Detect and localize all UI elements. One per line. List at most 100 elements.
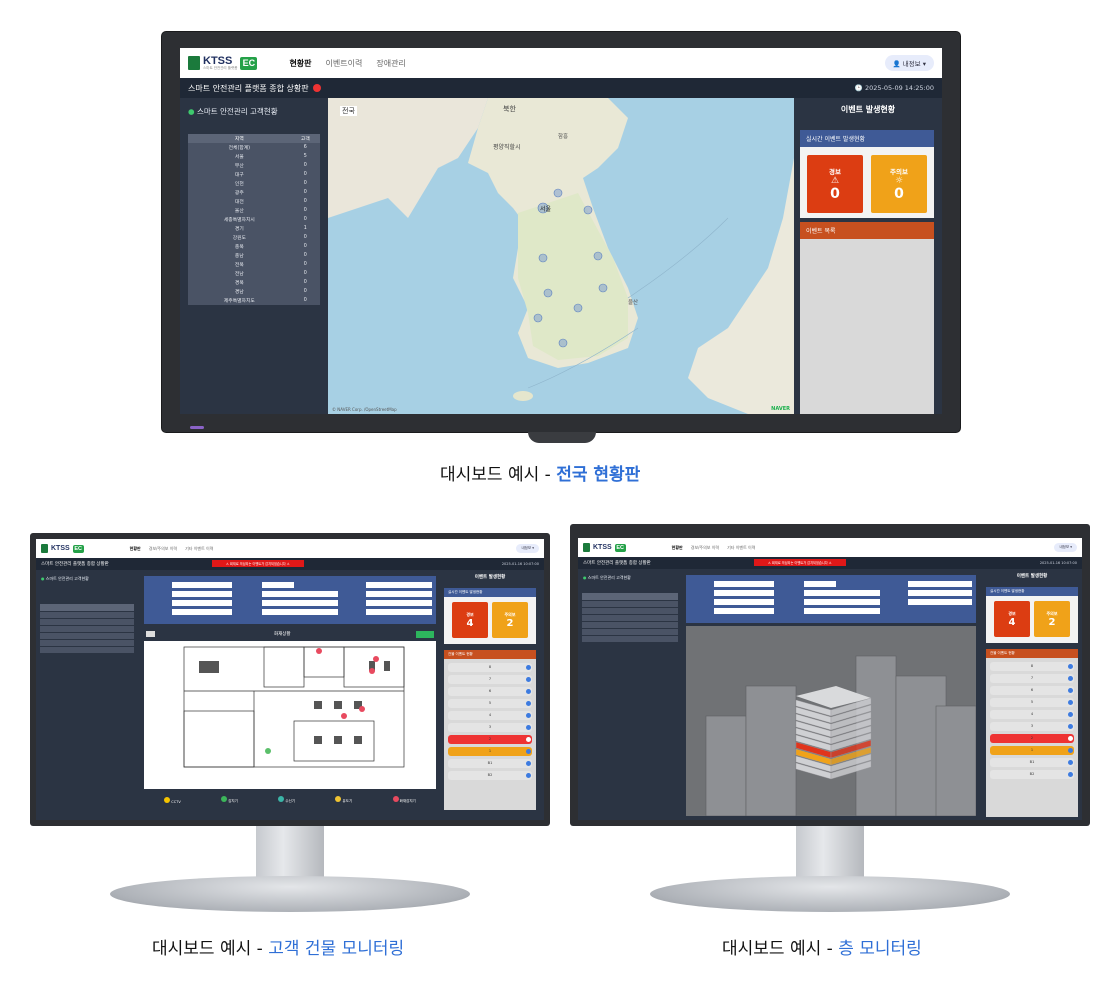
region-count: 5 [303,154,307,159]
floor-button[interactable]: 5 [990,698,1074,707]
floor-button[interactable]: 6 [990,686,1074,695]
floor-button[interactable]: 4 [990,710,1074,719]
floor-status-icon [1068,772,1073,777]
building-floor-side [830,711,872,731]
floor-button[interactable]: 5 [448,699,532,708]
floor-button[interactable]: B1 [990,758,1074,767]
floor-button[interactable]: 4 [448,711,532,720]
tab-alarm-history-a[interactable]: 경보/주의보 이력 [148,545,178,551]
caution-counter-b[interactable]: 주의보 2 [1034,601,1070,637]
floor-button[interactable]: 2 [448,735,532,744]
floor-button[interactable]: 7 [990,674,1074,683]
monitor-building: KTSS EC 현황판 경보/주의보 이력 기타 이벤트 이력 내정보 ▾ 스마… [30,533,550,826]
building-info-a [144,576,436,624]
region-row[interactable]: 전체(합계)6 [188,143,320,152]
floor-label: 4 [488,713,492,717]
floor-status-icon [1068,760,1073,765]
region-count: 0 [303,244,307,249]
korea-map[interactable]: 전국 북한 평양직할시 서울 함흥 울산 © NAVER Corp. /Open… [328,98,794,414]
region-count: 0 [303,208,307,213]
user-menu-button[interactable]: 👤 내정보 ▾ [884,55,934,71]
tab-event-history[interactable]: 이벤트이력 [325,58,363,68]
event-status-title: 이벤트 발생현황 [840,105,896,114]
floor-button[interactable]: 7 [448,675,532,684]
building-3d-view-b[interactable] [686,626,976,816]
monitor-base-floor [650,876,1010,912]
floor-button[interactable]: 2 [990,734,1074,743]
floor-button[interactable]: 3 [448,723,532,732]
tab-dashboard[interactable]: 현황판 [289,58,312,68]
region-count: 0 [303,298,307,303]
tab-alarm-history-b[interactable]: 경보/주의보 이력 [690,544,720,550]
region-name: 세종특별자치시 [223,218,255,223]
fire-alert-banner-b[interactable]: ⚠ 회재로 의심되는 이벤트가 감지되었습니다 ⚠ [754,559,846,566]
floor-button[interactable]: 8 [448,663,532,672]
region-count: 0 [303,163,307,168]
user-menu-button-a[interactable]: 내정보 ▾ [516,544,539,553]
legend-receiver-a: 수신기 [278,796,295,804]
plan-button-a[interactable] [146,631,156,637]
alarm-counter-b[interactable]: 경보 4 [994,601,1030,637]
region-name: 울산 [234,209,244,214]
floor-status-icon [1068,700,1073,705]
caution-counter-a[interactable]: 주의보 2 [492,602,528,638]
caption-floor: 대시보드 예시 - 층 모니터링 [722,939,922,959]
main-nav: 현황판 이벤트이력 장애관리 [289,58,405,69]
map-label-ulsan: 울산 [628,300,639,306]
page-title-bar-b: 스마트 안전관리 플랫폼 종합 상황판 ⚠ 회재로 의심되는 이벤트가 감지되었… [578,557,1082,569]
floor-plan-a[interactable]: 화재상황 CCTV 감지기 [144,629,436,811]
page-title: 스마트 안전관리 플랫폼 종합 상황판 [188,83,309,93]
floor-button[interactable]: B2 [990,770,1074,779]
legend-fire-detector-a: 화재감지기 [392,796,416,804]
sound-icon[interactable] [312,84,321,92]
fire-alert-banner-a[interactable]: ⚠ 회재로 의심되는 이벤트가 감지되었습니다 ⚠ [212,560,304,567]
floor-label: B2 [1029,772,1035,776]
floor-button[interactable]: 1 [448,747,532,756]
region-row[interactable]: 울산 0 [188,206,320,215]
event-list-title: 이벤트 목록 [800,222,934,239]
tab-other-history-b[interactable]: 기타 이벤트 이력 [727,544,756,550]
alarm-counter-a[interactable]: 경보 4 [452,602,488,638]
alarm-counter[interactable]: 경보 ⚠ 0 [807,155,863,213]
user-menu-button-b[interactable]: 내정보 ▾ [1054,543,1077,552]
floor-button[interactable]: B2 [448,771,532,780]
floor-button[interactable]: 6 [448,687,532,696]
tab-dashboard-a[interactable]: 현황판 [129,545,141,551]
tab-other-history-a[interactable]: 기타 이벤트 이력 [185,545,214,551]
caution-counter[interactable]: 주의보 ☼ 0 [871,155,927,213]
floor-status-icon [526,689,531,694]
building-info-b [686,575,976,623]
tab-fault-management[interactable]: 장애관리 [376,58,406,68]
floor-button[interactable]: B1 [448,759,532,768]
realtime-event-card-b: 실시간 이벤트 발생현황 경보 4 주의보 2 [986,587,1078,643]
floor-button[interactable]: 3 [990,722,1074,731]
floor-button[interactable]: 1 [990,746,1074,755]
region-count: 0 [303,181,307,186]
map-label-pyongyang: 평양직할시 [493,144,521,151]
region-count: 0 [303,190,307,195]
plan-action-button-a[interactable] [416,631,434,638]
map-label-hamhung: 함흥 [558,134,569,140]
floor-label: 1 [488,749,492,753]
floor-button[interactable]: 8 [990,662,1074,671]
tab-dashboard-b[interactable]: 현황판 [671,544,683,550]
region-count: 0 [303,289,307,294]
